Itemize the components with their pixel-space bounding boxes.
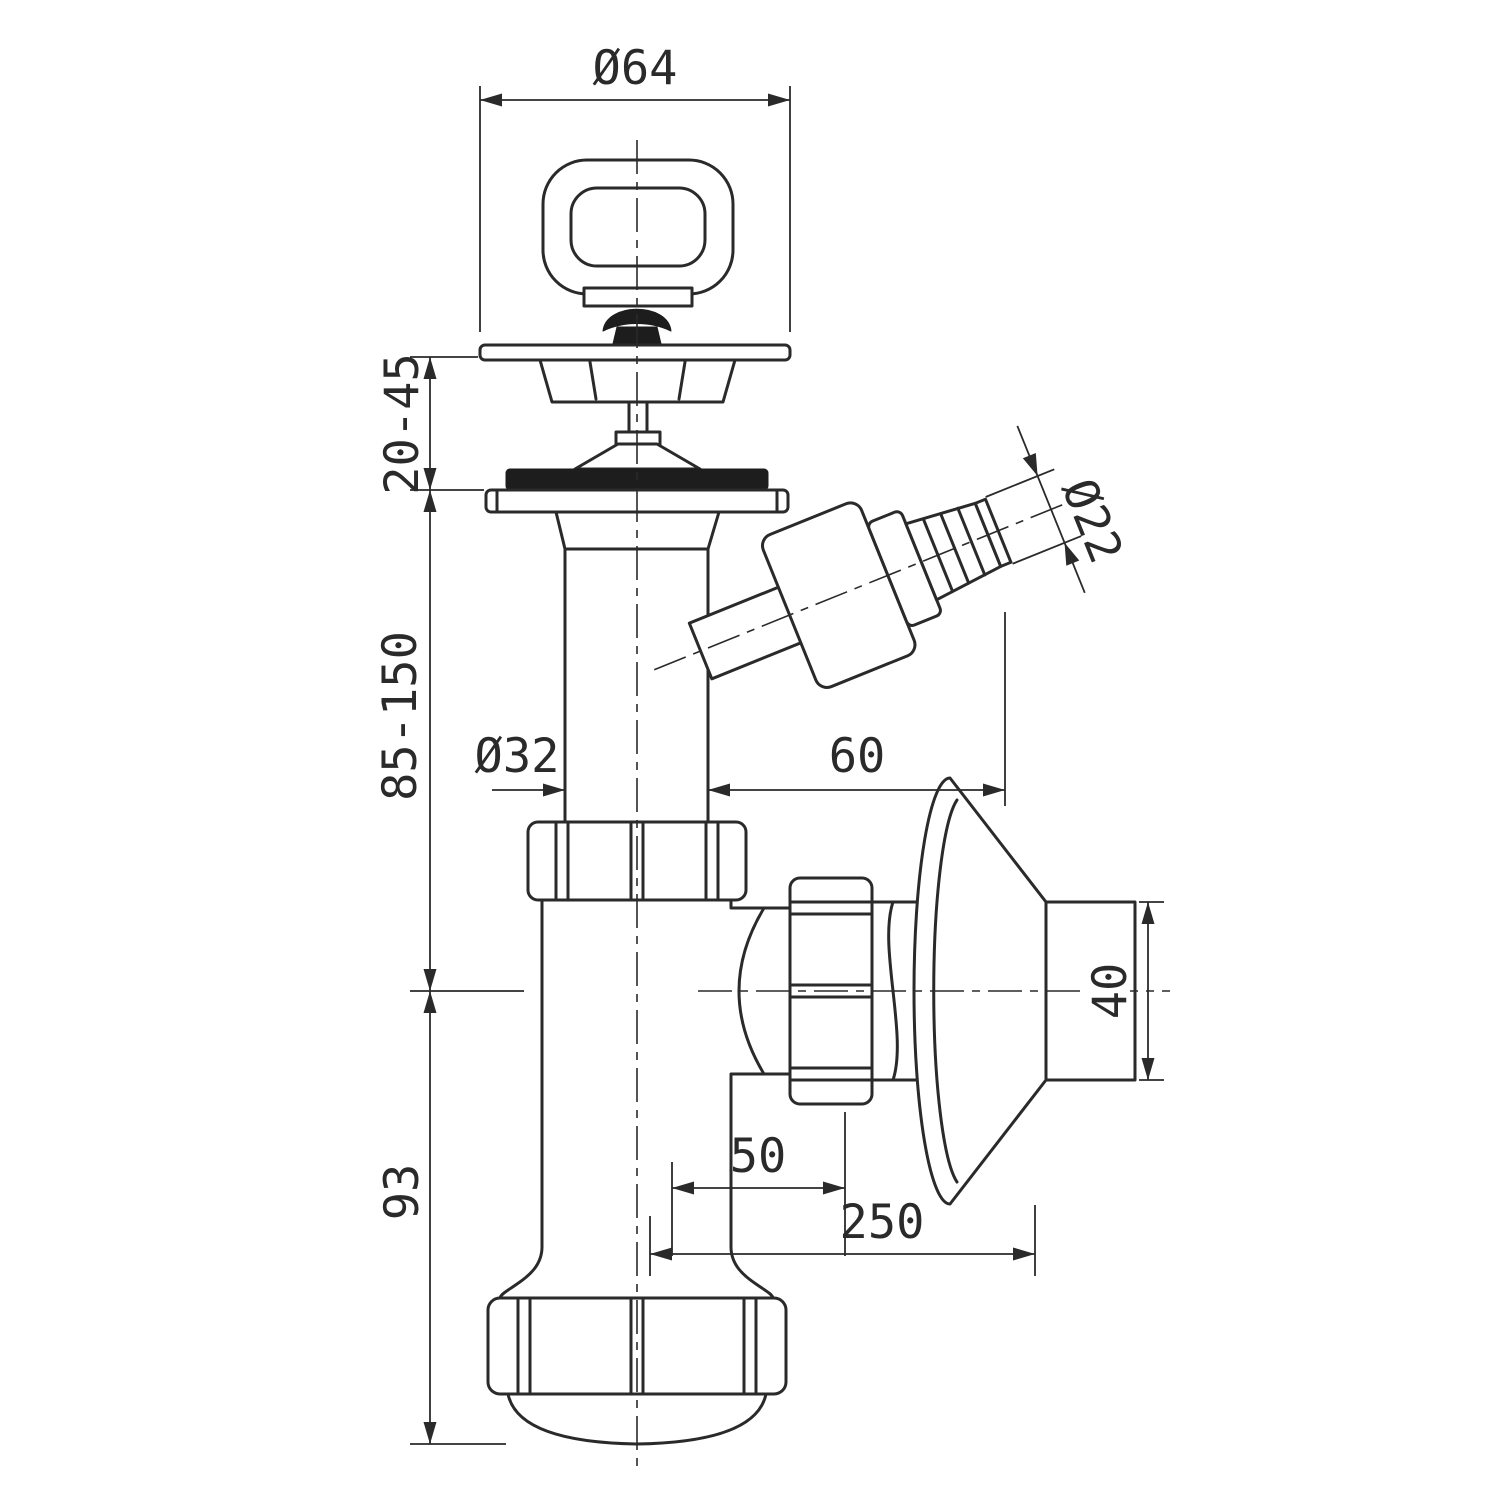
dim-label-outlet-projection: 250 — [840, 1195, 925, 1250]
branch-centerline — [653, 500, 1072, 671]
dim-label-top-diameter: Ø64 — [593, 41, 678, 96]
stopper-hinge-bar — [582, 286, 694, 308]
dim-outlet-diameter: 40 — [1083, 901, 1164, 1081]
trap-body-outline — [498, 898, 794, 1300]
stopper-ring-inner — [569, 186, 707, 268]
dim-pipe-and-branch: Ø32 60 — [475, 612, 1006, 806]
dim-label-clamp-range: 20-45 — [375, 353, 430, 494]
dim-label-trap-depth: 93 — [375, 1164, 430, 1221]
stopper-assembly — [541, 158, 735, 349]
dim-left-chain: 20-45 85-150 93 — [373, 353, 524, 1445]
dim-label-hose-diameter: Ø22 — [1050, 471, 1133, 570]
dim-label-outlet-offset: 50 — [730, 1129, 787, 1184]
outlet-fillet — [737, 906, 766, 1076]
dim-top-diameter: Ø64 — [479, 41, 791, 332]
strainer-stem — [627, 400, 649, 436]
dim-outlet-offset: 50 — [671, 1112, 846, 1256]
top-flange — [478, 343, 792, 362]
dim-label-branch-projection: 60 — [829, 729, 886, 784]
dim-label-outlet-diameter: 40 — [1083, 963, 1138, 1020]
dim-label-inlet-height: 85-150 — [373, 631, 428, 801]
trap-body — [498, 898, 794, 1300]
dim-label-pipe-diameter: Ø32 — [475, 729, 560, 784]
sink-strainer — [478, 343, 792, 514]
dim-outlet-projection: 250 — [649, 1195, 1036, 1276]
